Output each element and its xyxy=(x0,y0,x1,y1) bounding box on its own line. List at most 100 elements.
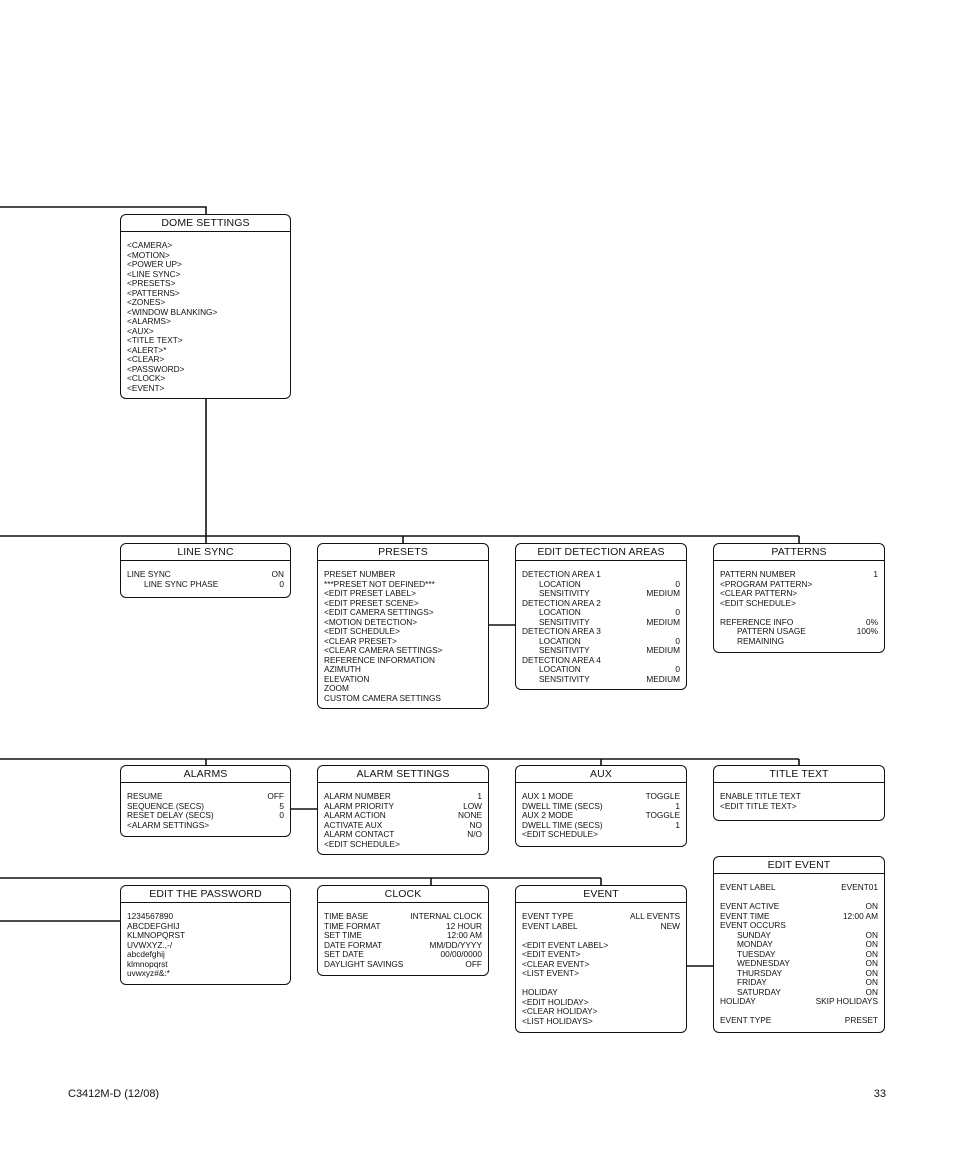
menu-row: <EDIT HOLIDAY> xyxy=(522,997,680,1008)
menu-row: <PASSWORD> xyxy=(127,364,284,375)
box-title: TITLE TEXT xyxy=(714,766,884,783)
menu-row: <EDIT SCHEDULE> xyxy=(324,626,482,637)
menu-item-label: WEDNESDAY xyxy=(737,958,790,968)
menu-item-value: 5 xyxy=(279,800,284,811)
menu-row: <EDIT PRESET LABEL> xyxy=(324,588,482,599)
menu-row: <ZONES> xyxy=(127,297,284,308)
menu-item-label: SEQUENCE (SECS) xyxy=(127,800,204,811)
menu-item-value: ON xyxy=(865,977,878,987)
page-number: 33 xyxy=(873,1088,886,1100)
menu-item-label: SET TIME xyxy=(324,930,362,940)
menu-row: DETECTION AREA 1 xyxy=(522,569,680,580)
menu-item-label: DATE FORMAT xyxy=(324,939,383,950)
menu-row: ABCDEFGHIJ xyxy=(127,921,284,932)
menu-item-label: UVWXYZ.,-/ xyxy=(127,939,173,950)
menu-row: <EDIT PRESET SCENE> xyxy=(324,598,482,609)
menu-row: DETECTION AREA 2 xyxy=(522,598,680,609)
menu-row: FRIDAY ON xyxy=(720,977,878,988)
menu-row: <EDIT SCHEDULE> xyxy=(522,829,680,840)
menu-item-label: SENSITIVITY xyxy=(539,588,590,598)
menu-item-label: ELEVATION xyxy=(324,673,370,684)
menu-item-label: TIME BASE xyxy=(324,911,369,921)
menu-item-label: <EDIT SCHEDULE> xyxy=(324,626,400,636)
menu-item-label: HOLIDAY xyxy=(720,996,756,1006)
menu-item-label: <CLEAR EVENT> xyxy=(522,958,590,969)
menu-item-label: <PROGRAM PATTERN> xyxy=(720,578,813,589)
menu-item-label: LOCATION xyxy=(539,607,581,617)
menu-row: SENSITIVITY MEDIUM xyxy=(522,616,680,628)
menu-item-label: CUSTOM CAMERA SETTINGS xyxy=(324,692,441,703)
menu-item-label: AUX 1 MODE xyxy=(522,791,574,801)
menu-item-label: EVENT LABEL xyxy=(720,882,776,892)
menu-row: <CLEAR PRESET> xyxy=(324,636,482,647)
menu-item-label: HOLIDAY xyxy=(522,987,558,997)
menu-item-label: LOCATION xyxy=(539,664,581,674)
menu-item-label: DETECTION AREA 3 xyxy=(522,626,601,636)
menu-row: <CLOCK> xyxy=(127,373,284,384)
menu-row: <CLEAR CAMERA SETTINGS> xyxy=(324,645,482,656)
menu-item-label: LINE SYNC PHASE xyxy=(144,578,219,589)
menu-item-value: TOGGLE xyxy=(645,810,680,820)
menu-item-label: SET DATE xyxy=(324,949,364,959)
menu-item-label: <AUX> xyxy=(127,325,154,336)
title-text-box: TITLE TEXT ENABLE TITLE TEXT<EDIT TITLE … xyxy=(713,765,885,821)
menu-item-label: EVENT ACTIVE xyxy=(720,901,780,911)
menu-item-label: klmnopqrst xyxy=(127,958,168,969)
menu-item-value: 1 xyxy=(675,819,680,830)
menu-item-label: <MOTION DETECTION> xyxy=(324,616,418,627)
menu-row: <TITLE TEXT> xyxy=(127,335,284,346)
menu-item-label: FRIDAY xyxy=(737,977,767,987)
menu-row: <PRESETS> xyxy=(127,278,284,289)
menu-item-value: 0 xyxy=(279,810,284,820)
menu-row: <EDIT TITLE TEXT> xyxy=(720,800,878,812)
menu-item-label: <ZONES> xyxy=(127,297,166,307)
menu-item-label: LINE SYNC xyxy=(127,569,171,579)
menu-item-value: MEDIUM xyxy=(646,645,680,655)
menu-item-value: MEDIUM xyxy=(646,616,680,627)
menu-item-label: EVENT TIME xyxy=(720,910,770,921)
menu-row: EVENT OCCURS xyxy=(720,920,878,931)
menu-item-value: 1 xyxy=(477,791,482,801)
box-body: <CAMERA><MOTION><POWER UP><LINE SYNC><PR… xyxy=(121,232,290,397)
menu-item-label: ALARM PRIORITY xyxy=(324,800,395,811)
menu-row: DWELL TIME (SECS)1 xyxy=(522,801,680,812)
menu-row: <PATTERNS> xyxy=(127,288,284,299)
menu-row: REFERENCE INFORMATION xyxy=(324,655,482,666)
menu-item-value: SKIP HOLIDAYS xyxy=(815,996,878,1006)
menu-item-label: RESET DELAY (SECS) xyxy=(127,810,214,820)
menu-item-value: 0% xyxy=(866,616,878,627)
menu-item-label: DAYLIGHT SAVINGS xyxy=(324,958,404,969)
menu-item-label: SENSITIVITY xyxy=(539,616,590,627)
menu-item-value: ON xyxy=(865,929,878,940)
menu-item-label: LOCATION xyxy=(539,635,581,646)
menu-item-label: <CLEAR> xyxy=(127,354,165,364)
menu-item-label: TIME FORMAT xyxy=(324,920,381,931)
menu-item-value: 00/00/0000 xyxy=(440,949,482,959)
menu-row: <ALARMS> xyxy=(127,316,284,327)
menu-item-label: ***PRESET NOT DEFINED*** xyxy=(324,578,435,589)
menu-row: <CLEAR EVENT> xyxy=(522,958,680,970)
menu-item-label: <EDIT TITLE TEXT> xyxy=(720,800,797,811)
